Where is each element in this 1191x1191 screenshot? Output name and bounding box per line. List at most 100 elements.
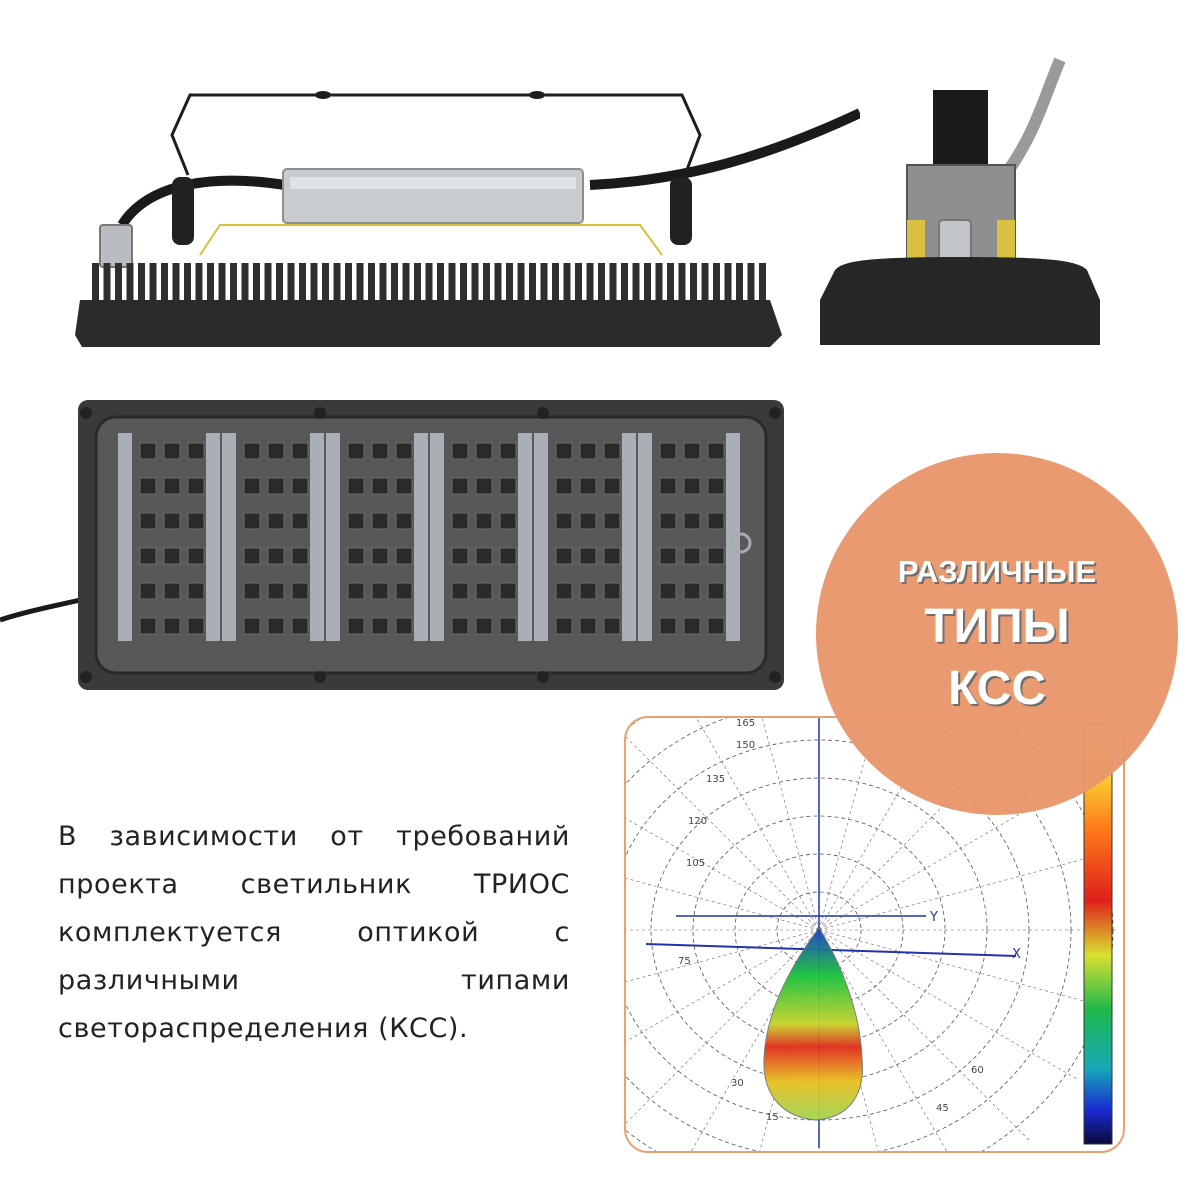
heatsink-fin: [310, 263, 318, 303]
led-strip: [206, 433, 220, 641]
luminaire-end-view: [820, 57, 1100, 345]
led-lens: [371, 477, 389, 495]
led-lens: [683, 512, 701, 530]
heatsink-fin: [529, 263, 536, 303]
led-lens: [371, 617, 389, 635]
heatsink-fin: [517, 263, 525, 303]
kss-types-badge: РАЗЛИЧНЫЕ ТИПЫ КСС: [816, 453, 1178, 815]
led-lens: [579, 582, 597, 600]
led-lens: [659, 442, 677, 460]
led-lens: [139, 617, 157, 635]
heatsink-fin: [678, 263, 686, 303]
led-lens: [395, 512, 413, 530]
angle-label: 75: [678, 956, 691, 967]
badge-line-3: КСС: [948, 662, 1046, 715]
led-lens: [683, 442, 701, 460]
heatsink-fin: [92, 263, 99, 303]
heatsink-fin: [655, 263, 663, 303]
polar-spoke: [626, 877, 820, 931]
led-lens: [371, 582, 389, 600]
led-lens: [603, 512, 621, 530]
heatsink-fin: [195, 263, 203, 303]
led-lens: [243, 547, 261, 565]
led-lens: [603, 617, 621, 635]
heatsink-fin: [287, 263, 295, 303]
heatsink-fin: [552, 263, 559, 303]
polar-spoke: [818, 929, 1079, 1081]
heatsink-fin: [724, 263, 732, 303]
angle-label: 60: [971, 1065, 984, 1076]
led-lens: [347, 547, 365, 565]
led-lens: [707, 512, 725, 530]
heatsink-fin: [609, 263, 617, 303]
polar-spoke: [818, 852, 1109, 931]
led-lens: [243, 582, 261, 600]
heatsink-fin: [241, 263, 249, 303]
led-lens: [243, 617, 261, 635]
led-lens: [499, 442, 517, 460]
led-lens: [475, 617, 493, 635]
polar-spoke: [818, 929, 1032, 1143]
led-lens: [395, 477, 413, 495]
polar-spoke: [818, 779, 1079, 931]
led-lens: [499, 582, 517, 600]
heatsink-fin: [598, 263, 605, 303]
badge-line-2: ТИПЫ: [924, 600, 1070, 653]
led-lens: [139, 582, 157, 600]
heatsink-fin: [483, 263, 490, 303]
led-lens: [579, 547, 597, 565]
led-lens: [603, 442, 621, 460]
heatsink-fin: [264, 263, 272, 303]
polar-spoke: [818, 929, 947, 1151]
description-text: В зависимости от требований проекта свет…: [58, 821, 570, 1044]
led-lens: [371, 512, 389, 530]
heatsink-fin: [586, 263, 594, 303]
heatsink-fin: [368, 263, 375, 303]
polar-spoke: [696, 718, 820, 931]
heatsink-fin: [632, 263, 640, 303]
led-lens: [187, 512, 205, 530]
led-lens: [659, 477, 677, 495]
heatsink-fin: [103, 263, 111, 303]
polar-spoke: [818, 718, 942, 931]
heatsink-fin: [253, 263, 260, 303]
light-distribution-lobe: [763, 927, 863, 1121]
led-strip: [638, 433, 652, 641]
led-lens: [243, 477, 261, 495]
heatsink-fin: [460, 263, 467, 303]
led-lens: [347, 582, 365, 600]
led-strip: [326, 433, 340, 641]
led-lens: [267, 547, 285, 565]
heatsink-fin: [391, 263, 398, 303]
led-lens: [347, 477, 365, 495]
led-lens: [683, 582, 701, 600]
led-lens: [395, 547, 413, 565]
led-lens: [187, 442, 205, 460]
heatsink-fin: [138, 263, 145, 303]
led-lens: [683, 477, 701, 495]
led-lens: [475, 442, 493, 460]
heatsink-fin: [356, 263, 364, 303]
polar-spoke: [626, 929, 820, 1042]
led-lens: [139, 442, 157, 460]
angle-label: 15: [766, 1112, 779, 1123]
led-lens: [555, 547, 573, 565]
led-strip: [622, 433, 636, 641]
led-lens: [555, 512, 573, 530]
heatsink-fin: [126, 263, 134, 303]
led-lens: [243, 442, 261, 460]
axis-label-x: X: [1012, 947, 1021, 962]
led-lens: [187, 582, 205, 600]
led-strip: [222, 433, 236, 641]
led-strip: [310, 433, 324, 641]
led-lens: [603, 547, 621, 565]
heatsink-fin: [276, 263, 283, 303]
polar-spoke: [626, 818, 820, 931]
led-lens: [395, 617, 413, 635]
led-lens: [347, 512, 365, 530]
led-strip: [534, 433, 548, 641]
led-strip: [118, 433, 132, 641]
angle-label: 105: [686, 858, 705, 869]
led-lens: [579, 617, 597, 635]
led-lens: [267, 582, 285, 600]
